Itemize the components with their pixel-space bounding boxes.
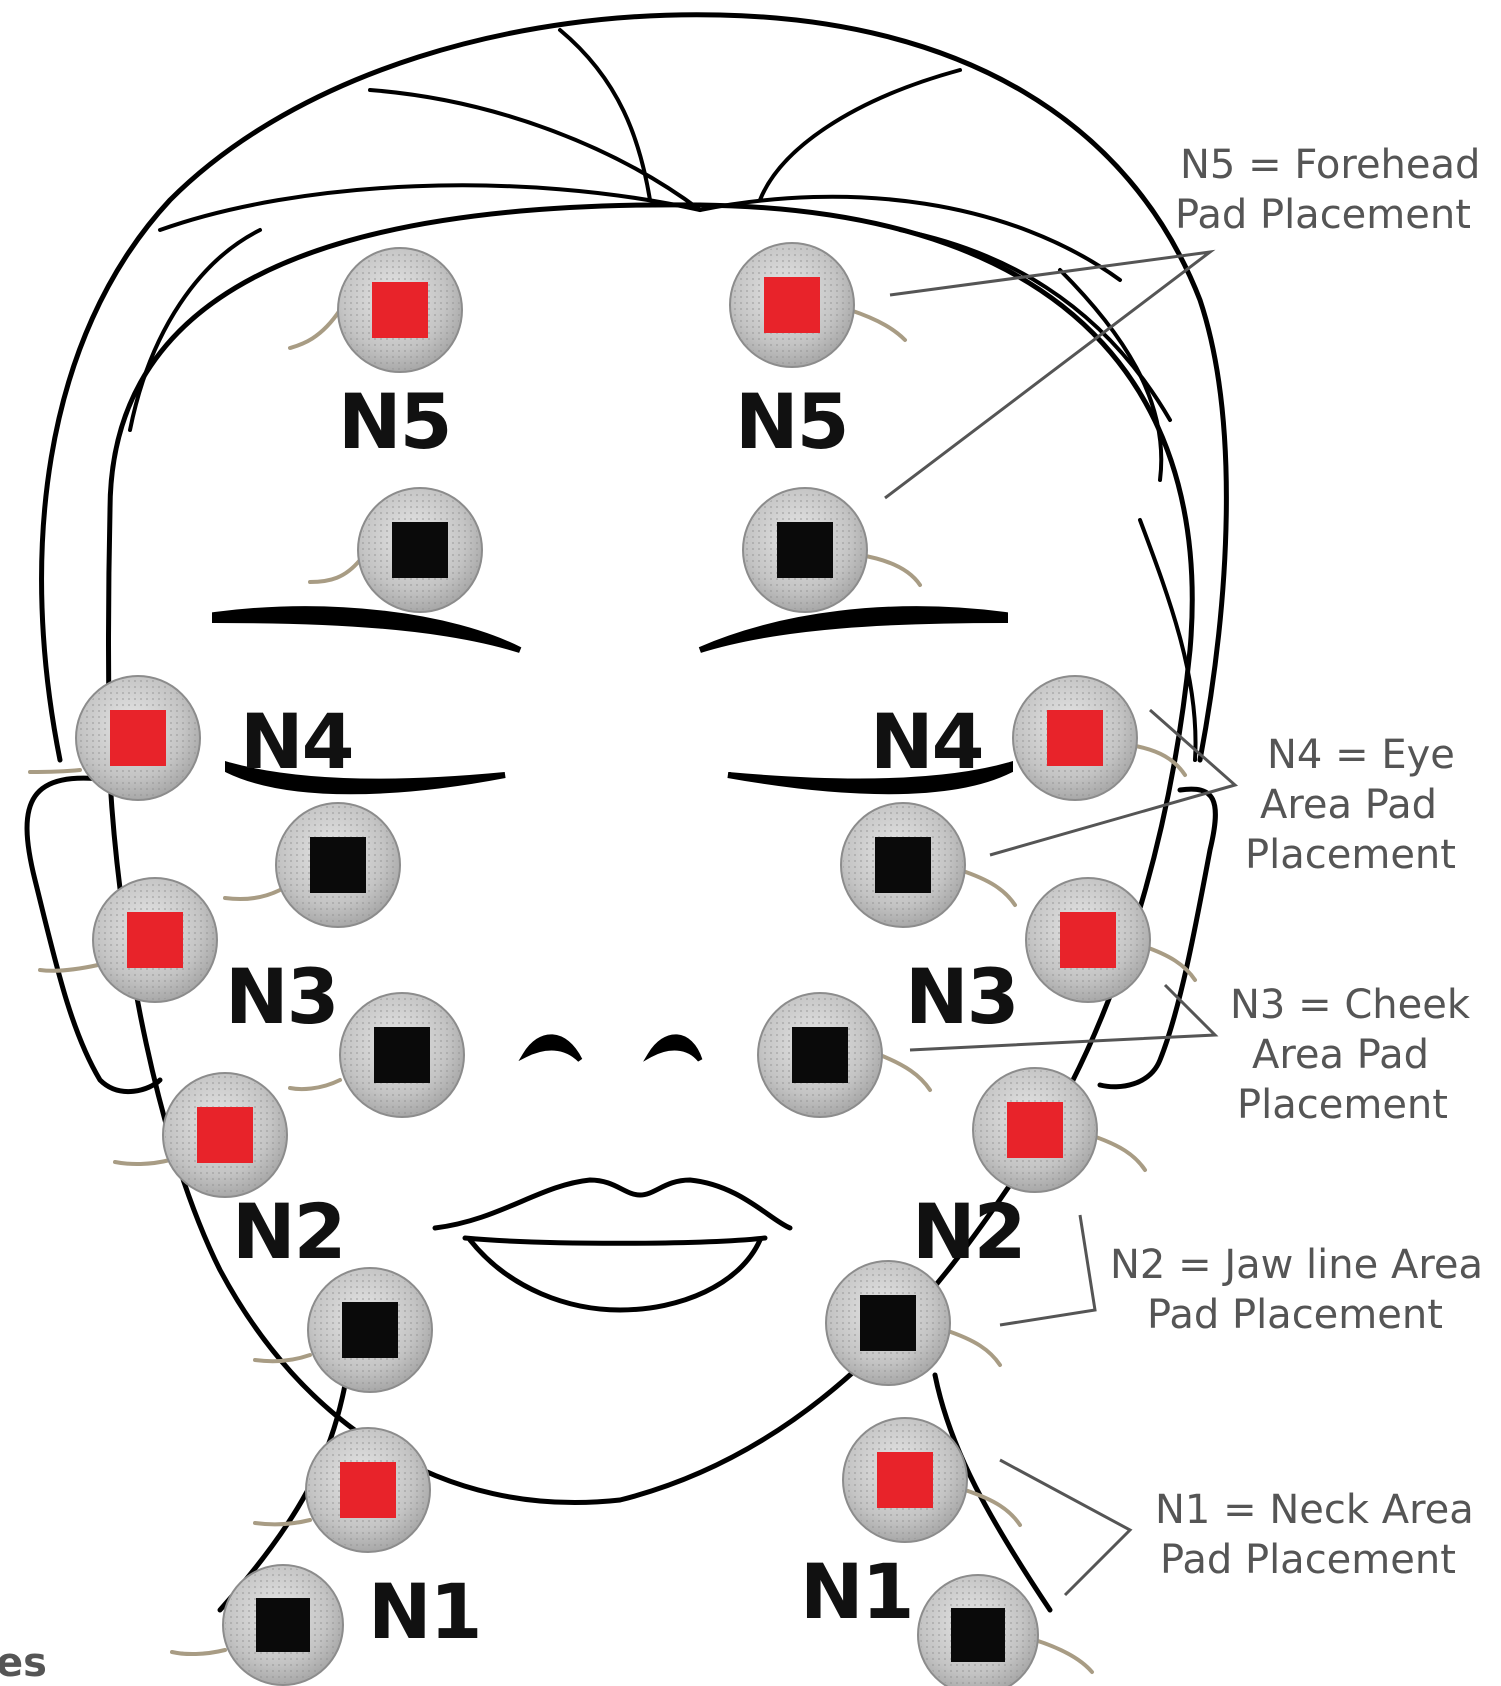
- zone-label-n4-left: N4: [240, 697, 353, 786]
- edge-text-fragment: es: [0, 1640, 47, 1686]
- positive-contact-square: [197, 1107, 253, 1163]
- positive-contact-square: [127, 912, 183, 968]
- negative-contact-square: [374, 1027, 430, 1083]
- legend-n1-line2: Pad Placement: [1160, 1537, 1456, 1583]
- zone-label-n1-left: N1: [368, 1567, 481, 1656]
- hair-strand: [760, 70, 960, 200]
- hair-outline: [42, 15, 1227, 760]
- electrode-pad-n5-left-negative: [310, 488, 482, 612]
- electrode-pad-n3-left-positive: [40, 878, 217, 1002]
- upper-lip: [435, 1180, 790, 1228]
- legend-n3-line1: N3 = Cheek: [1230, 982, 1471, 1028]
- electrode-pad-n5-left-positive: [290, 248, 462, 372]
- electrode-pad-n4-right-negative: [841, 803, 1015, 927]
- zone-label-n4-right: N4: [870, 697, 983, 786]
- zone-label-n5-right: N5: [735, 377, 848, 466]
- legend-n2-line2: Pad Placement: [1147, 1292, 1443, 1338]
- legend-n5-line1: N5 = Forehead: [1180, 142, 1480, 188]
- zone-label-n2-right: N2: [912, 1187, 1025, 1276]
- electrode-pad-n4-right-positive: [1013, 676, 1185, 800]
- negative-contact-square: [860, 1295, 916, 1351]
- zone-label-n2-left: N2: [232, 1187, 345, 1276]
- electrode-pad-n2-right-negative: [826, 1261, 1000, 1385]
- positive-contact-square: [340, 1462, 396, 1518]
- hair-strand: [130, 230, 260, 430]
- legend-n5-line2: Pad Placement: [1175, 192, 1471, 238]
- zone-label-n5-left: N5: [338, 377, 451, 466]
- negative-contact-square: [342, 1302, 398, 1358]
- legend-n4-line3: Placement: [1245, 832, 1456, 878]
- negative-contact-square: [875, 837, 931, 893]
- lower-lip: [470, 1240, 760, 1310]
- nose-right: [650, 1037, 700, 1060]
- electrode-pad-n4-left-negative: [225, 803, 400, 927]
- legend: N5 = Forehead Pad Placement N4 = Eye Are…: [1110, 142, 1483, 1583]
- nose-left: [525, 1037, 580, 1060]
- left-eyebrow: [215, 609, 520, 650]
- electrode-pad-n5-right-negative: [743, 488, 920, 612]
- negative-contact-square: [392, 522, 448, 578]
- positive-contact-square: [1060, 912, 1116, 968]
- legend-n2-line1: N2 = Jaw line Area: [1110, 1242, 1483, 1288]
- negative-contact-square: [256, 1598, 310, 1652]
- positive-contact-square: [110, 710, 166, 766]
- positive-contact-square: [877, 1452, 933, 1508]
- right-eyebrow: [700, 609, 1005, 650]
- leader-n1: [1000, 1460, 1130, 1595]
- legend-n1-line1: N1 = Neck Area: [1155, 1487, 1474, 1533]
- electrode-pad-n2-left-negative: [255, 1268, 432, 1392]
- legend-n4-line2: Area Pad: [1260, 782, 1437, 828]
- legend-n3-line3: Placement: [1237, 1082, 1448, 1128]
- positive-contact-square: [372, 282, 428, 338]
- negative-contact-square: [310, 837, 366, 893]
- negative-contact-square: [777, 522, 833, 578]
- electrode-pad-n3-right-positive: [1026, 878, 1195, 1002]
- negative-contact-square: [951, 1608, 1005, 1662]
- hair-strand: [900, 230, 1170, 420]
- hair-strand: [560, 30, 650, 200]
- lip-line: [465, 1238, 765, 1243]
- positive-contact-square: [1007, 1102, 1063, 1158]
- zone-label-n3-right: N3: [905, 952, 1018, 1041]
- zone-label-n3-left: N3: [225, 952, 338, 1041]
- face-drawing: [27, 15, 1226, 1610]
- zone-label-n1-right: N1: [800, 1547, 913, 1636]
- negative-contact-square: [792, 1027, 848, 1083]
- electrode-pad-n5-right-positive: [730, 243, 905, 367]
- positive-contact-square: [764, 277, 820, 333]
- positive-contact-square: [1047, 710, 1103, 766]
- electrode-pad-n1-right-negative: [918, 1575, 1092, 1686]
- legend-n3-line2: Area Pad: [1252, 1032, 1429, 1078]
- legend-n4-line1: N4 = Eye: [1267, 732, 1455, 778]
- electrode-pad-n1-left-negative: [172, 1565, 343, 1685]
